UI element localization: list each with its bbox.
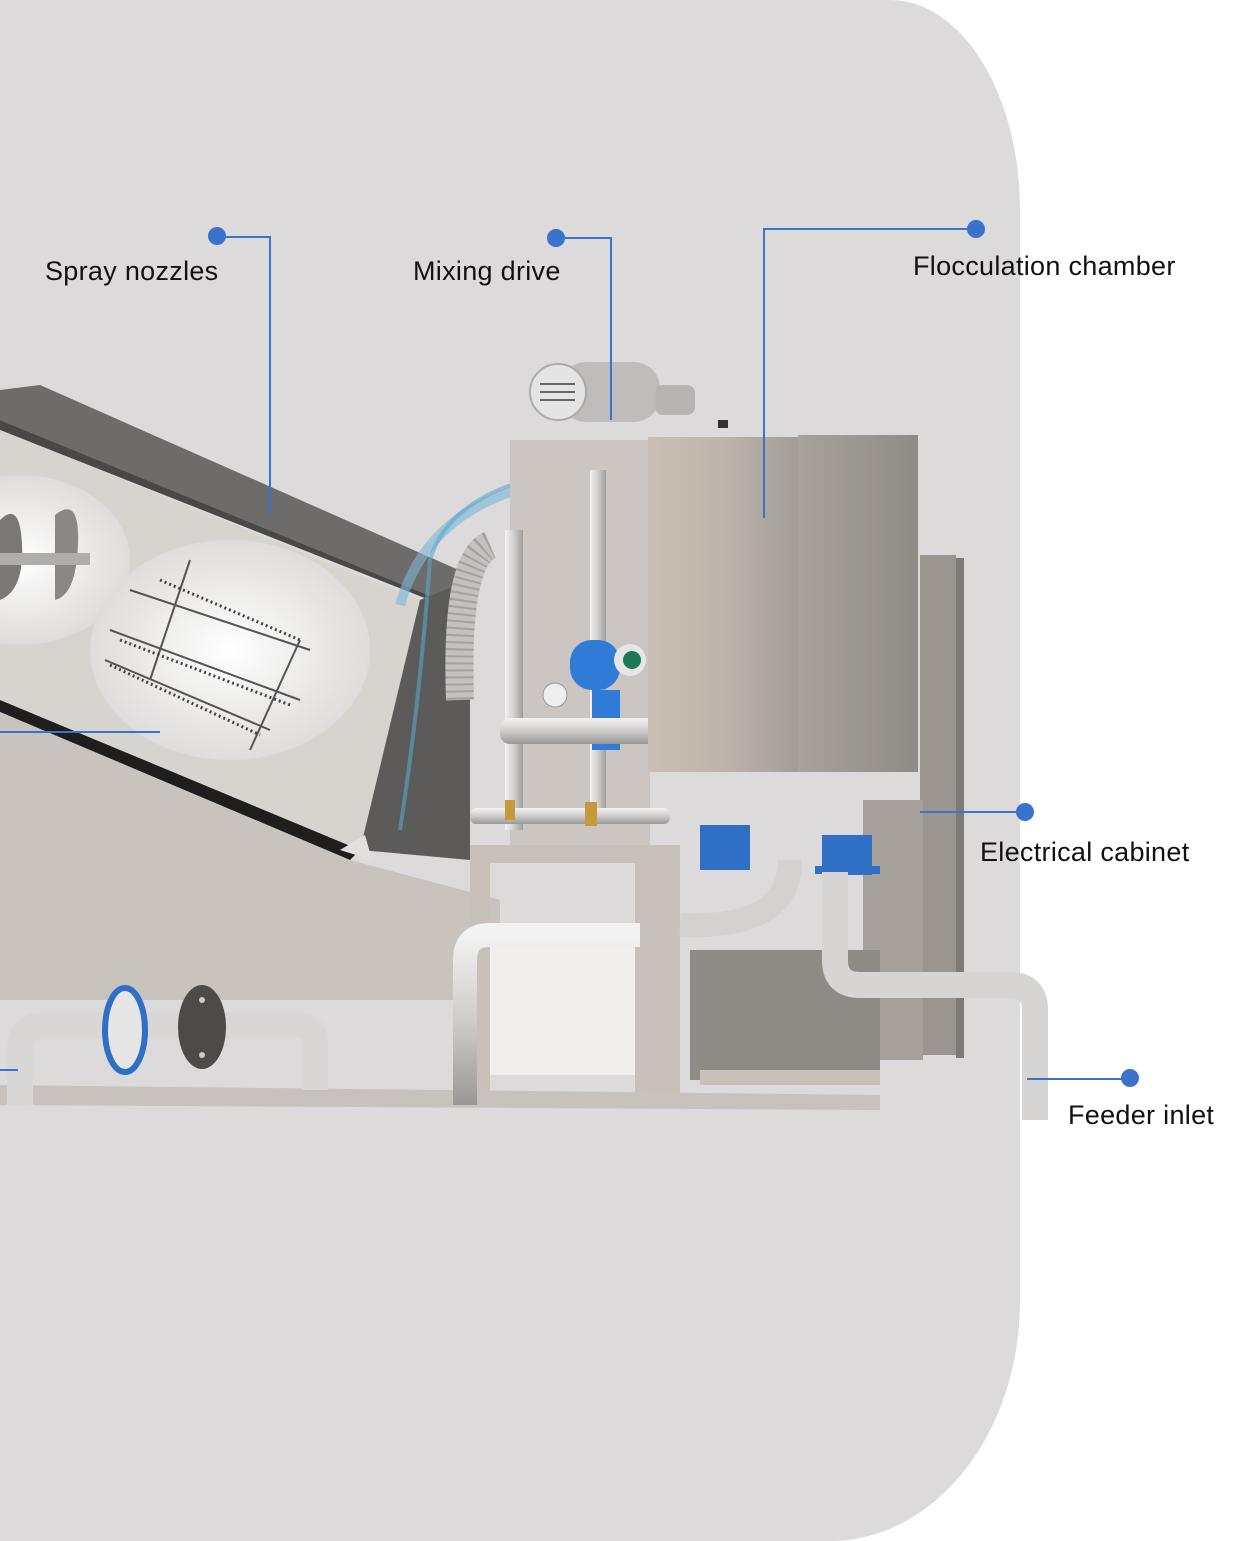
leader-line xyxy=(610,237,612,420)
label-electrical-cabinet: Electrical cabinet xyxy=(980,837,1190,867)
label-feeder-inlet: Feeder inlet xyxy=(1068,1100,1215,1130)
leader-line xyxy=(556,237,611,239)
callout-dot-flocculation-chamber xyxy=(967,220,985,238)
callout-dot-feeder-inlet xyxy=(1121,1069,1139,1087)
leader-line xyxy=(1027,1078,1130,1080)
flocculation-chamber-body xyxy=(648,420,918,772)
leader-line xyxy=(269,236,271,514)
label-spray-nozzles: Spray nozzles xyxy=(45,256,219,286)
leader-line-offscreen-callout xyxy=(0,731,160,733)
label-mixing-drive: Mixing drive xyxy=(413,256,561,286)
label-flocculation-chamber: Flocculation chamber xyxy=(913,251,1176,281)
leader-line xyxy=(764,228,976,230)
leader-line xyxy=(217,236,270,238)
pipework xyxy=(7,859,1048,1120)
screw-press-trough xyxy=(0,385,500,1000)
dosing-frame xyxy=(470,362,795,850)
leader-line xyxy=(920,811,1025,813)
callout-dot-electrical-cabinet xyxy=(1016,803,1034,821)
leader-line xyxy=(763,228,765,518)
electrical-cabinet-body xyxy=(863,555,964,1060)
leader-line-offscreen-callout xyxy=(0,1069,18,1071)
